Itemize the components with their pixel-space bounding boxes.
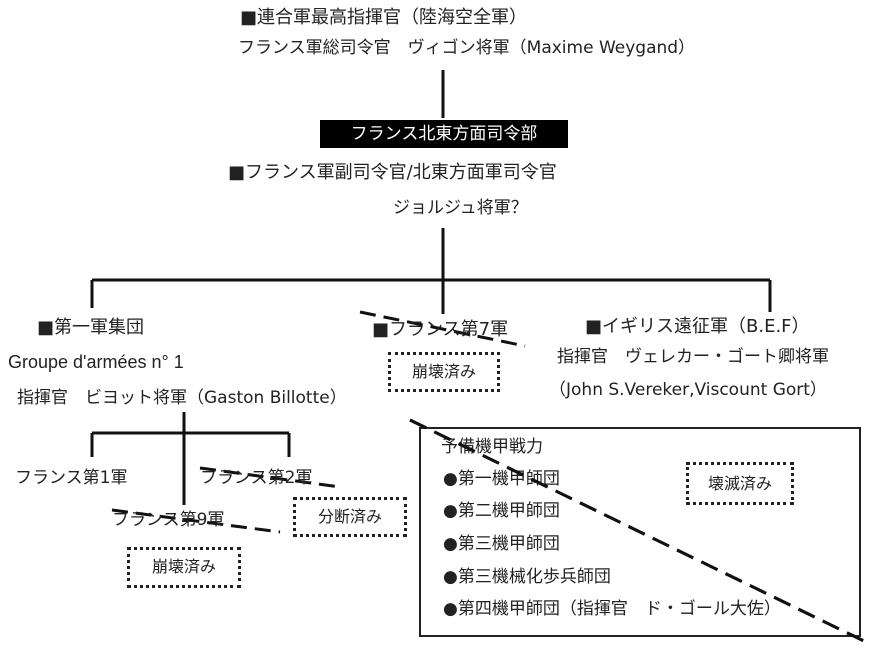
strike-9th-army [111,508,281,534]
army-group-title: ■第一軍集団 [37,317,145,338]
seventh-army-title: ■フランス第7軍 [372,319,509,340]
army-group-french-name: Groupe d'armées n° 1 [8,352,184,372]
status-badge-7th-army: 崩壊済み [388,352,500,392]
northeast-hq-label: フランス北東方面司令部 [320,120,568,148]
bef-title: ■イギリス遠征軍（B.E.F） [585,316,810,337]
reserve-unit: ●第二機甲師団 [443,501,560,521]
strike-reserve-overlay [409,418,867,644]
reserve-unit: ●第一機甲師団 [443,469,560,489]
supreme-commander: フランス軍総司令官 ヴィゴン将軍（Maxime Weygand） [238,38,696,58]
status-badge-2nd-army: 分断済み [293,497,407,537]
reserve-unit: ●第四機甲師団（指揮官 ド・ゴール大佐） [443,599,781,619]
army-group-commander: 指揮官 ビヨット将軍（Gaston Billotte） [17,388,347,408]
status-badge-9th-army: 崩壊済み [127,547,241,588]
reserve-box: 予備機甲戦力 ●第一機甲師団 ●第二機甲師団 ●第三機甲師団 ●第三機械化歩兵師… [419,427,861,637]
army-9th: フランス第9軍 [112,510,225,530]
strike-7th-army [359,310,526,348]
army-2nd: フランス第2軍 [200,468,313,488]
bef-commander: 指揮官 ヴェレカー・ゴート卿将軍 [557,347,829,367]
army-1st: フランス第1軍 [15,468,128,488]
reserve-title: 予備機甲戦力 [441,437,543,457]
bef-commander-en: （John S.Vereker,Viscount Gort） [549,380,827,400]
supreme-title: ■連合軍最高指揮官（陸海空全軍） [240,7,528,28]
status-badge-reserve: 壊滅済み [686,462,794,505]
northeast-commander: ジョルジュ将軍？ [393,198,528,218]
northeast-title: ■フランス軍副司令官/北東方面軍司令官 [228,162,557,183]
reserve-unit: ●第三機械化歩兵師団 [443,567,611,587]
reserve-unit: ●第三機甲師団 [443,534,560,554]
